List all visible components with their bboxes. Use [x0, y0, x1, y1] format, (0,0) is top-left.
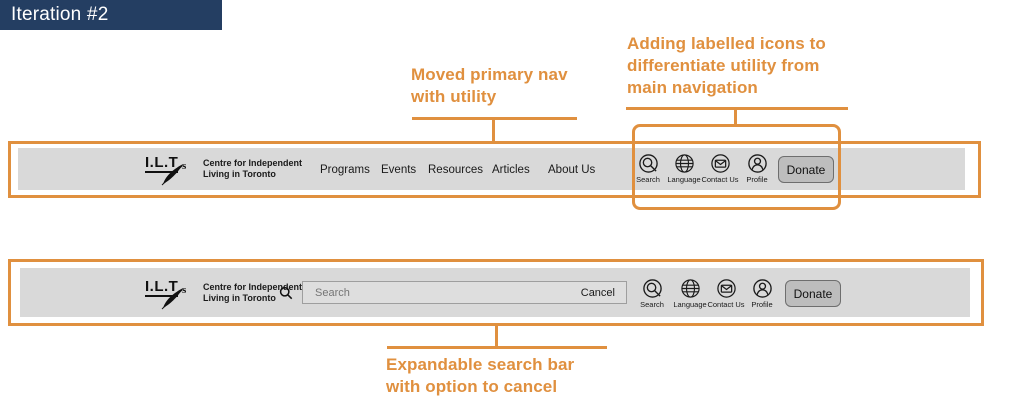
envelope-icon [710, 153, 731, 174]
utility-label: Profile [751, 300, 773, 309]
site-logo[interactable]: I.L.T s Centre for Independent Living in… [145, 152, 302, 186]
leaf-icon [161, 164, 183, 186]
logo-mark: I.L.T s [145, 152, 193, 186]
site-logo[interactable]: I.L.T s Centre for Independent Living in… [145, 276, 302, 310]
donate-button[interactable]: Donate [785, 280, 841, 307]
logo-tagline: Centre for Independent Living in Toronto [203, 158, 302, 181]
logo-mark: I.L.T s [145, 276, 193, 310]
cancel-button[interactable]: Cancel [580, 286, 615, 299]
utility-label: Contact Us [701, 175, 739, 184]
donate-button[interactable]: Donate [778, 156, 834, 183]
connector-line [734, 107, 737, 126]
logo-suffix: s [182, 284, 187, 296]
envelope-icon [716, 278, 737, 299]
search-input[interactable] [303, 286, 581, 299]
utility-highlight-bracket [632, 124, 841, 210]
utility-profile[interactable]: Profile [735, 153, 779, 184]
logo-tagline-line2: Living in Toronto [203, 293, 276, 303]
utility-language[interactable]: Language [662, 153, 706, 184]
connector-line [387, 346, 607, 349]
utility-language[interactable]: Language [668, 278, 712, 309]
utility-label: Search [636, 175, 660, 184]
logo-tagline-line1: Centre for Independent [203, 281, 303, 292]
nav-link-programs[interactable]: Programs [320, 164, 370, 176]
connector-line [492, 117, 495, 143]
navbar1-highlight-frame [8, 141, 981, 198]
leaf-icon [161, 288, 183, 310]
search-bar: Cancel [302, 281, 627, 304]
profile-icon [747, 153, 768, 174]
utility-search[interactable]: Search [630, 278, 674, 309]
utility-label: Language [667, 175, 701, 184]
logo-suffix: s [182, 160, 187, 172]
globe-icon [680, 278, 701, 299]
iteration-title: Iteration #2 [11, 4, 109, 25]
profile-icon [752, 278, 773, 299]
utility-contact-us[interactable]: Contact Us [698, 153, 742, 184]
logo-tagline-line1: Centre for Independent [203, 157, 303, 168]
nav-link-events[interactable]: Events [381, 164, 417, 176]
nav-link-resources[interactable]: Resources [428, 164, 483, 176]
search-icon[interactable] [279, 286, 293, 305]
utility-profile[interactable]: Profile [740, 278, 784, 309]
nav-link-about-us[interactable]: About Us [548, 164, 596, 176]
logo-tagline: Centre for Independent Living in Toronto [203, 282, 302, 305]
utility-label: Language [673, 300, 707, 309]
logo-tagline-line2: Living in Toronto [203, 169, 276, 179]
utility-search[interactable]: Search [626, 153, 670, 184]
annotation-labelled-icons: Adding labelled icons to differentiate u… [627, 34, 826, 97]
utility-contact-us[interactable]: Contact Us [704, 278, 748, 309]
utility-label: Contact Us [707, 300, 745, 309]
search-icon [642, 278, 663, 299]
annotation-primary-nav: Moved primary nav with utility [411, 65, 568, 106]
globe-icon [674, 153, 695, 174]
utility-label: Profile [746, 175, 768, 184]
annotation-search-bar: Expandable search bar with option to can… [386, 355, 575, 396]
connector-line [495, 326, 498, 348]
nav-link-articles[interactable]: Articles [492, 164, 530, 176]
connector-line [626, 107, 848, 110]
logo-acronym: I.L.T [145, 154, 179, 173]
search-icon [638, 153, 659, 174]
logo-acronym: I.L.T [145, 278, 179, 297]
iteration-banner: Iteration #2 [0, 0, 222, 30]
utility-label: Search [640, 300, 664, 309]
navbar2-highlight-frame [8, 259, 984, 326]
